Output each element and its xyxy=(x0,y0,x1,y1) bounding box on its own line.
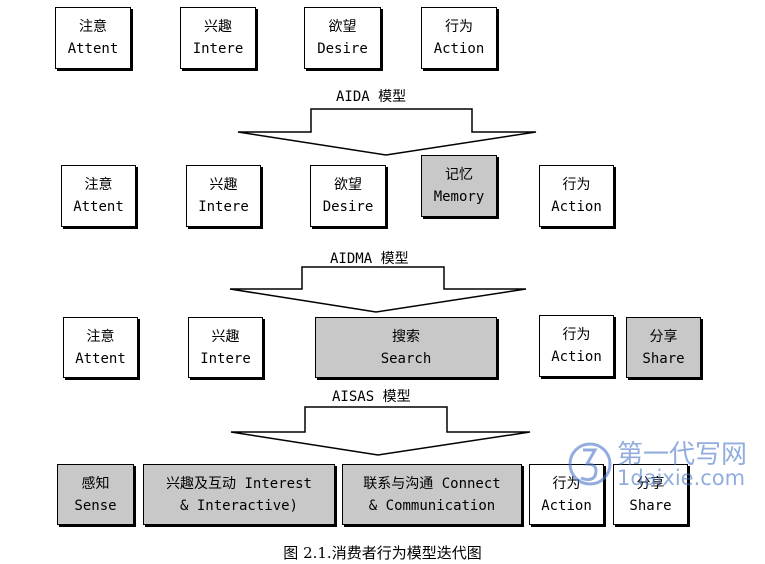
aisas-share-box: 分享 Share xyxy=(626,317,701,378)
box-label-en: Desire xyxy=(322,199,374,215)
box-label-cn: 欲望 xyxy=(334,177,362,193)
aisas-model-label: AISAS 模型 xyxy=(332,389,411,405)
box-label-cn: 分享 xyxy=(636,475,665,492)
box-label-en: Intere xyxy=(198,199,249,215)
box-label-cn: 行为 xyxy=(562,327,591,343)
box-label-en: Desire xyxy=(317,41,368,57)
box-label-en: Action xyxy=(541,497,592,514)
box-label-en: Action xyxy=(551,199,602,215)
sicas-action-box: 行为 Action xyxy=(529,464,604,525)
box-label-en: Attent xyxy=(75,350,126,367)
sicas-share-box: 分享 Share xyxy=(613,464,688,525)
watermark-url: 1daixie.com xyxy=(617,466,746,490)
connect-communication-box: 联系与沟通 Connect & Communication xyxy=(342,464,522,525)
aida-model-label: AIDA 模型 xyxy=(336,89,407,105)
box-label-cn: 行为 xyxy=(552,475,581,492)
box-label-en: Action xyxy=(551,349,602,365)
box-label-en: Intere xyxy=(192,41,244,57)
aidma-attention-box: 注意 Attent xyxy=(61,165,136,227)
aida-attention-box: 注意 Attent xyxy=(55,7,131,69)
aida-desire-box: 欲望 Desire xyxy=(304,7,381,69)
aidma-action-box: 行为 Action xyxy=(539,165,614,227)
box-label-cn: 兴趣 xyxy=(204,19,232,35)
box-label-cn: 分享 xyxy=(649,328,678,345)
aidma-model-label: AIDMA 模型 xyxy=(330,251,409,267)
box-label-cn: 注意 xyxy=(79,19,107,35)
box-label-en: Intere xyxy=(200,350,251,367)
aisas-search-box: 搜索 Search xyxy=(315,317,497,378)
box-label-cn: 联系与沟通 Connect xyxy=(363,475,501,492)
box-label-cn: 注意 xyxy=(84,177,113,193)
box-label-en: Attent xyxy=(73,199,124,215)
box-label-en: Share xyxy=(642,350,685,367)
aida-interest-box: 兴趣 Intere xyxy=(180,7,256,69)
box-label-cn: 行为 xyxy=(445,19,473,35)
interest-interactive-box: 兴趣及互动 Interest & Interactive) xyxy=(143,464,335,525)
box-label-cn: 感知 xyxy=(81,475,110,492)
box-label-en: Attent xyxy=(67,41,119,57)
aidma-desire-box: 欲望 Desire xyxy=(310,165,386,227)
box-label-en: Search xyxy=(380,350,432,367)
watermark: 第一代写网 1daixie.com xyxy=(565,432,755,496)
box-label-en: & Communication xyxy=(368,497,496,514)
box-label-cn: 注意 xyxy=(86,328,115,345)
aida-action-box: 行为 Action xyxy=(421,7,497,69)
aisas-attention-box: 注意 Attent xyxy=(63,317,138,378)
aidma-memory-box: 记忆 Memory xyxy=(421,155,497,217)
box-label-cn: 兴趣及互动 Interest xyxy=(166,475,312,492)
box-label-cn: 行为 xyxy=(562,177,591,193)
sense-box: 感知 Sense xyxy=(57,464,134,525)
aidma-down-arrow xyxy=(229,266,527,313)
aisas-down-arrow xyxy=(230,406,531,456)
aida-down-arrow xyxy=(237,108,537,156)
aidma-interest-box: 兴趣 Intere xyxy=(186,165,261,227)
box-label-en: Share xyxy=(629,497,672,514)
aisas-action-box: 行为 Action xyxy=(539,315,614,377)
box-label-en: Memory xyxy=(433,189,485,205)
box-label-en: Sense xyxy=(74,497,117,514)
box-label-en: & Interactive) xyxy=(179,497,298,514)
watermark-logo-icon xyxy=(568,442,612,486)
aisas-interest-box: 兴趣 Intere xyxy=(188,317,263,378)
box-label-cn: 欲望 xyxy=(328,19,357,35)
box-label-cn: 搜索 xyxy=(392,328,420,345)
box-label-cn: 兴趣 xyxy=(209,177,238,193)
figure-caption: 图 2.1.消费者行为模型迭代图 xyxy=(283,544,482,562)
box-label-en: Action xyxy=(433,41,485,57)
watermark-title: 第一代写网 xyxy=(617,440,748,470)
box-label-cn: 兴趣 xyxy=(211,328,240,345)
box-label-cn: 记忆 xyxy=(445,167,473,183)
